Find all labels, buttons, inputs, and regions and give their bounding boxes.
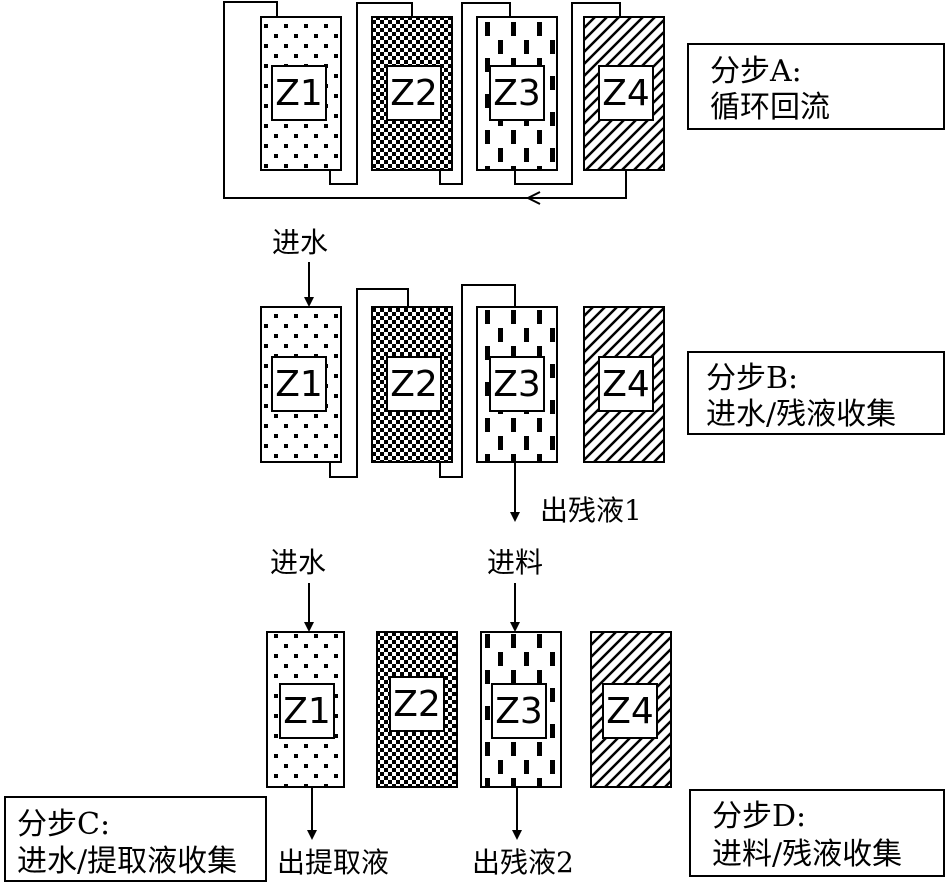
step-b-label-box: 分步B: 进水/残液收集 <box>687 351 945 435</box>
step-c-outlet-label: 出提取液 <box>277 846 389 879</box>
step-c-column-z1: Z1 <box>266 631 345 788</box>
step-b-column-z1: Z1 <box>260 306 342 463</box>
step-c-column-z4: Z4 <box>590 631 672 788</box>
step-b-z3-label: Z3 <box>493 364 541 405</box>
step-a-z2-label: Z2 <box>390 73 438 114</box>
step-c-column-z3: Z3 <box>480 631 562 788</box>
step-a-piping <box>223 1 627 199</box>
step-b-title: 分步B: <box>706 361 798 396</box>
step-a-label-box: 分步A: 循环回流 <box>687 43 945 130</box>
step-c-z3-label: Z3 <box>495 691 543 732</box>
step-b-z4-label: Z4 <box>602 364 650 405</box>
step-c-z2-label: Z2 <box>393 684 441 725</box>
step-a-column-z3: Z3 <box>476 16 558 171</box>
step-b-column-z4: Z4 <box>583 306 665 463</box>
step-c-label-box: 分步C: 进水/提取液收集 <box>4 796 267 882</box>
step-a-return-arrow <box>525 191 541 205</box>
step-a-z3-label: Z3 <box>493 73 541 114</box>
step-cd-group: 进水 进料 Z1 Z2 Z3 Z4 出提取液 出残液2 <box>4 546 945 882</box>
step-b-inlet-label: 进水 <box>272 226 328 259</box>
step-c-column-z2: Z2 <box>376 631 458 788</box>
step-b-piping <box>300 284 516 478</box>
step-c-z4-label: Z4 <box>606 691 654 732</box>
step-a-column-z2: Z2 <box>371 16 453 171</box>
step-d-label-box: 分步D: 进料/残液收集 <box>689 789 945 877</box>
step-b-column-z3: Z3 <box>476 306 558 463</box>
step-c-z1-label: Z1 <box>283 691 331 732</box>
step-a-group: Z1 Z2 Z3 Z4 分步A: 循环 <box>223 1 945 205</box>
step-b-outlet-label: 出残液1 <box>540 494 642 527</box>
step-b-z2-label: Z2 <box>390 364 438 405</box>
step-b-subtitle: 进水/残液收集 <box>706 397 896 432</box>
step-d-title: 分步D: <box>712 799 806 834</box>
step-a-subtitle: 循环回流 <box>710 90 830 125</box>
step-c-title: 分步C: <box>17 807 110 842</box>
step-b-group: 进水 Z1 Z2 Z3 Z4 出残液1 分 <box>260 226 945 527</box>
step-a-title: 分步A: <box>710 54 802 89</box>
step-c-inlet-label: 进水 <box>270 546 326 579</box>
step-a-z1-label: Z1 <box>275 73 323 114</box>
step-a-column-z4: Z4 <box>583 16 665 171</box>
step-a-z4-label: Z4 <box>602 73 650 114</box>
step-a-column-z1: Z1 <box>260 16 342 171</box>
step-c-subtitle: 进水/提取液收集 <box>17 844 237 879</box>
step-d-subtitle: 进料/残液收集 <box>712 837 902 872</box>
step-d-inlet-label: 进料 <box>487 546 543 579</box>
step-b-z1-label: Z1 <box>275 364 323 405</box>
step-d-outlet-label: 出残液2 <box>472 846 574 879</box>
step-b-column-z2: Z2 <box>371 306 453 463</box>
